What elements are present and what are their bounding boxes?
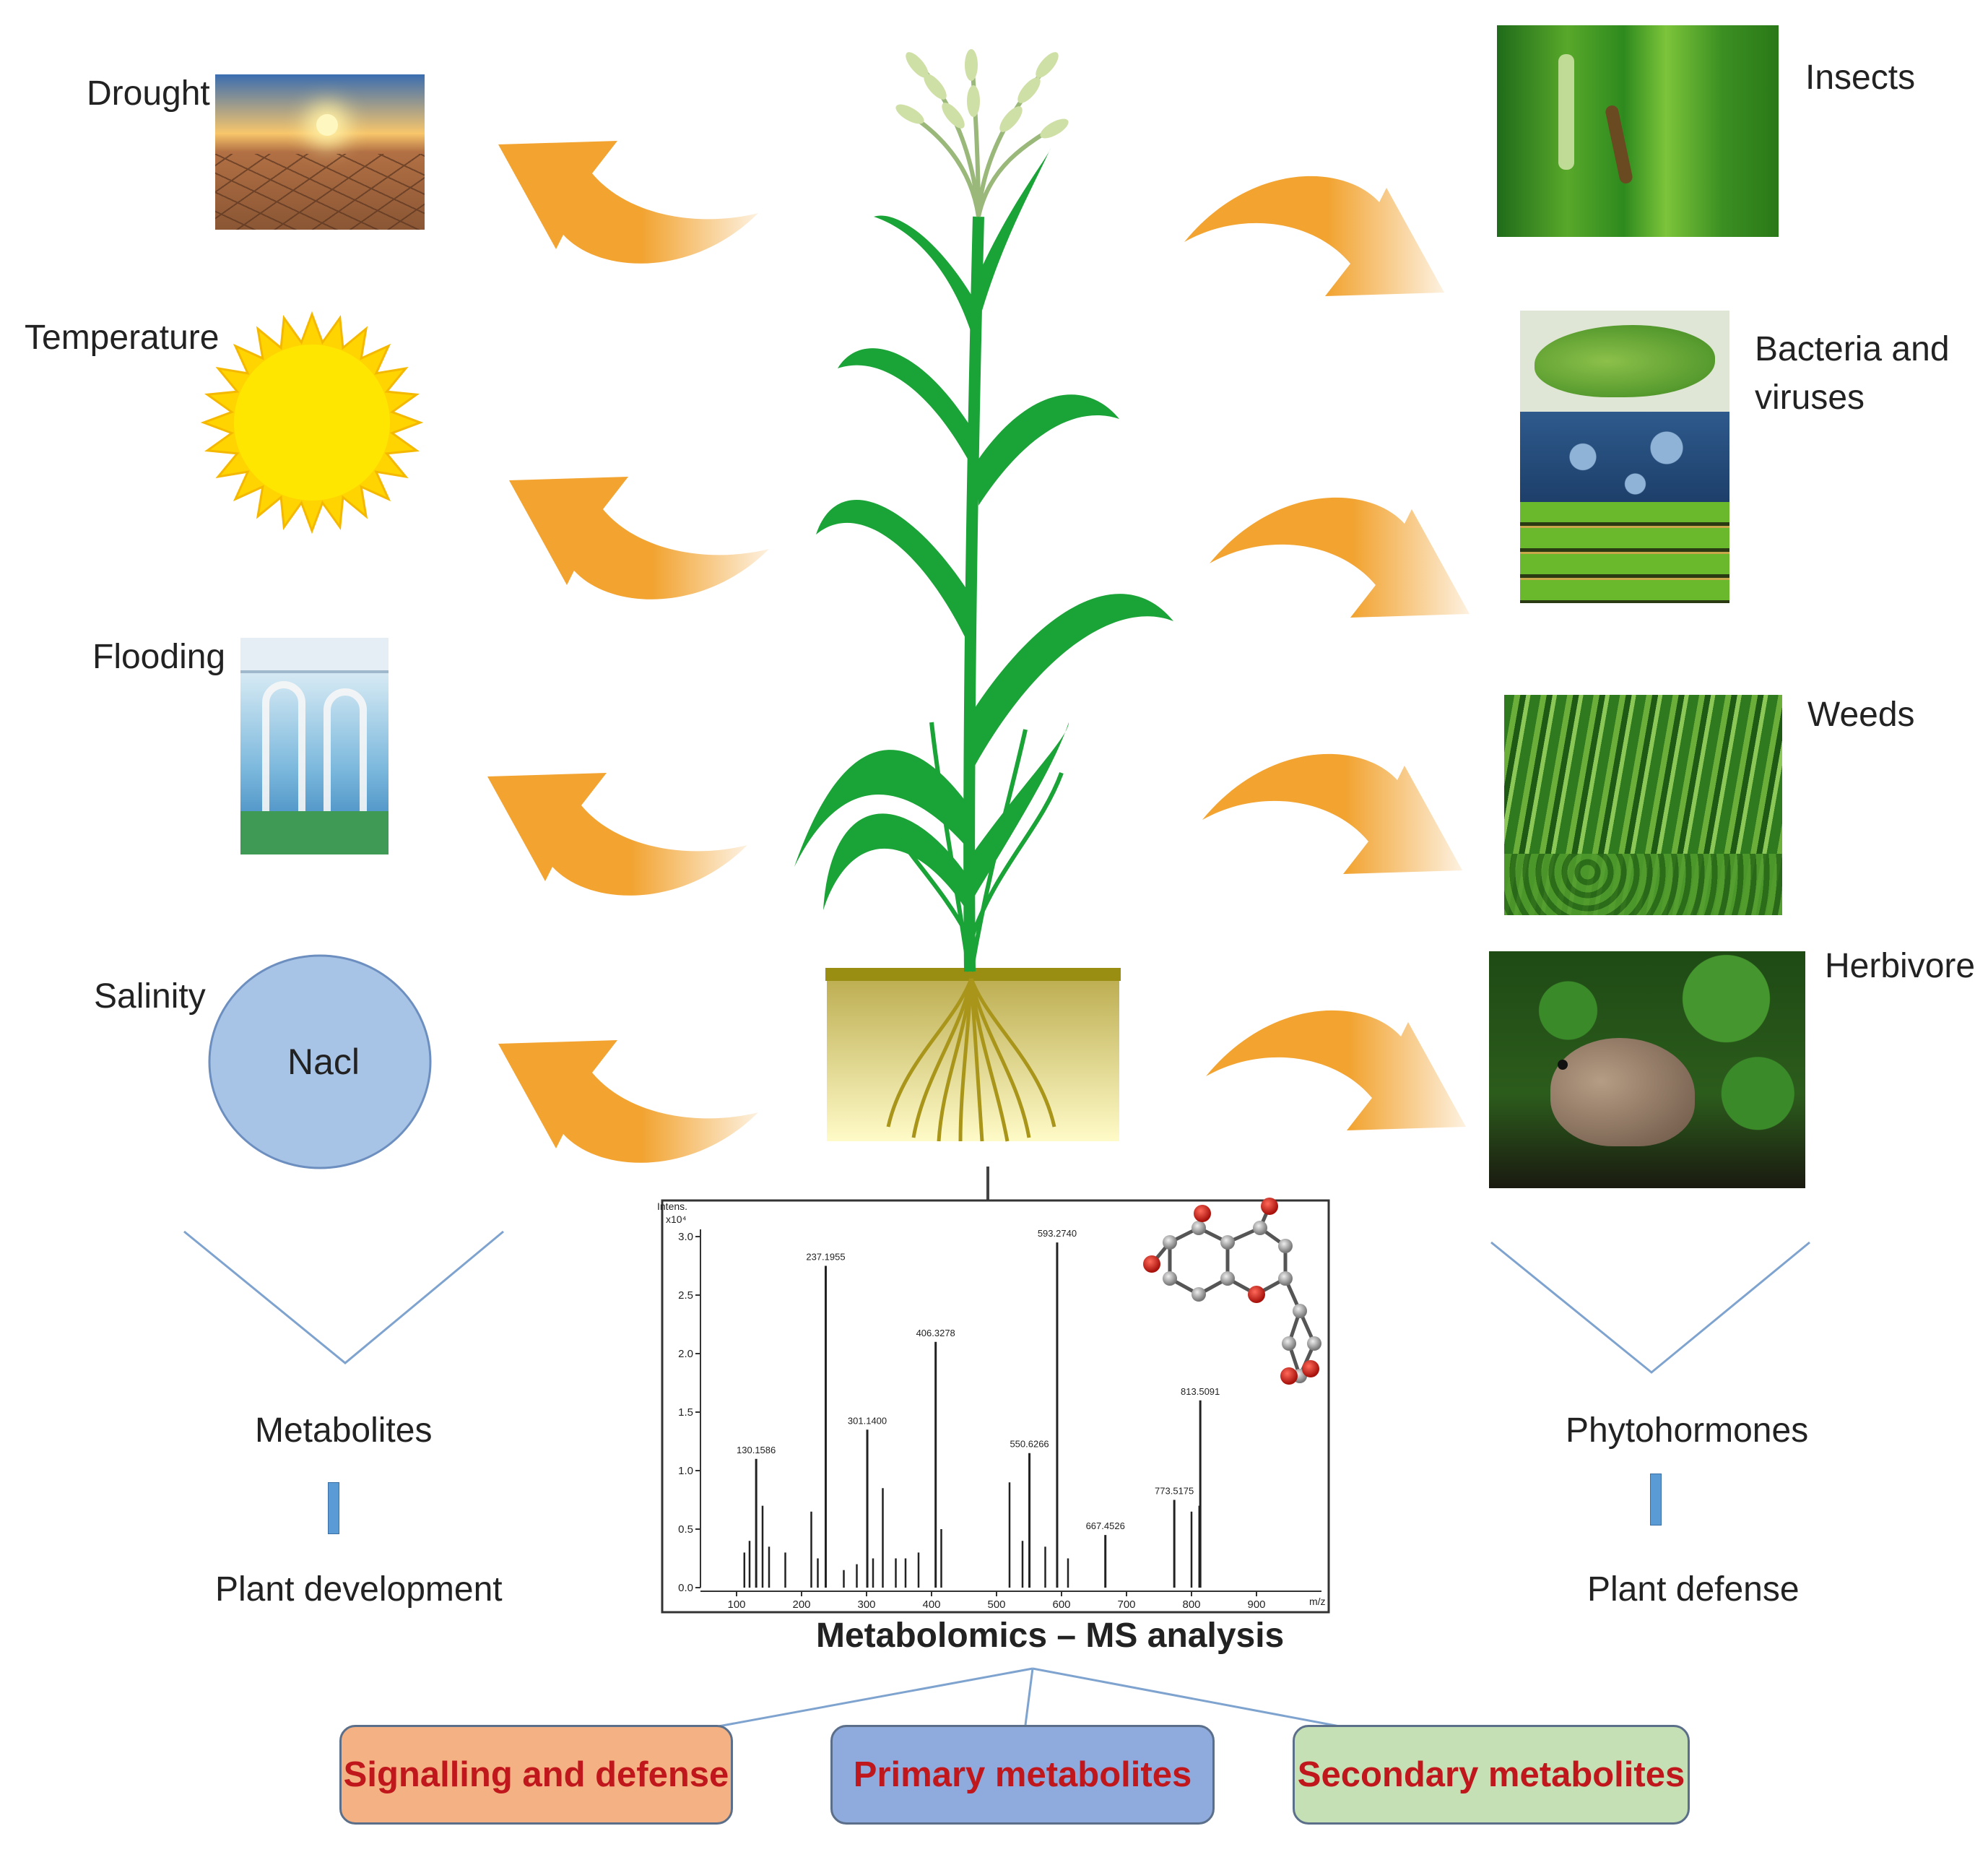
left-branch-lines	[183, 1230, 504, 1364]
drought-label: Drought	[87, 74, 210, 113]
ms-y-tick-label: 1.5	[678, 1406, 693, 1419]
ms-connector-lines	[718, 1667, 1340, 1728]
arrow-herbivore	[1206, 1010, 1466, 1130]
ms-y-tick-label: 1.0	[678, 1465, 693, 1477]
ms-x-unit: m/z	[1309, 1596, 1326, 1607]
arrow-insects	[1184, 176, 1444, 296]
bacteria-virus-image	[1520, 311, 1729, 603]
ms-peak-label: 667.4526	[1086, 1520, 1125, 1531]
ms-x-tick-label: 200	[792, 1598, 810, 1611]
ms-axes: 0.0 0.5 1.0 1.5 2.0 2.5 3.0 100 200 300 400 500 600 7…	[678, 1229, 1321, 1611]
arrow-weeds	[1202, 753, 1462, 874]
ms-y-exp: x10⁴	[666, 1213, 687, 1225]
nacl-label: Nacl	[287, 1042, 360, 1082]
arrow-salinity	[498, 1040, 758, 1163]
plant-defense-label: Plant defense	[1587, 1570, 1800, 1609]
ms-y-tick-label: 2.5	[678, 1289, 693, 1302]
arrow-bacteria	[1210, 497, 1470, 618]
ms-peak-label: 773.5175	[1155, 1486, 1194, 1497]
bacteria-label: Bacteria and viruses	[1755, 330, 1950, 417]
ms-peaks	[743, 1242, 1202, 1588]
ms-peak-label: 813.5091	[1181, 1386, 1220, 1397]
ms-x-tick-label: 700	[1117, 1598, 1135, 1611]
metabolites-label: Metabolites	[255, 1411, 433, 1450]
phytohormones-label: Phytohormones	[1566, 1411, 1809, 1450]
plant-development-label: Plant development	[215, 1570, 503, 1609]
ms-caption: Metabolomics – MS analysis	[816, 1617, 1285, 1655]
insects-image	[1497, 25, 1779, 237]
sun-icon	[200, 311, 424, 535]
ms-y-tick-label: 3.0	[678, 1231, 693, 1243]
right-branch-lines	[1490, 1241, 1810, 1374]
ms-frame	[661, 1199, 1330, 1614]
ms-peak-label: 130.1586	[737, 1445, 776, 1455]
drought-image	[215, 74, 425, 230]
category-secondary-metabolites: Secondary metabolites	[1293, 1725, 1690, 1825]
ms-x-tick-label: 400	[922, 1598, 940, 1611]
nacl-circle	[208, 954, 432, 1169]
herbivore-label: Herbivore	[1825, 947, 1976, 985]
ms-x-tick-label: 600	[1052, 1598, 1070, 1611]
weeds-label: Weeds	[1807, 696, 1915, 734]
salinity-label: Salinity	[94, 977, 206, 1016]
ms-x-tick-label: 100	[727, 1598, 745, 1611]
ms-y-tick-label: 0.0	[678, 1582, 693, 1594]
category-primary-metabolites: Primary metabolites	[830, 1725, 1215, 1825]
arrow-flooding	[487, 773, 747, 896]
soil-surface	[825, 968, 1121, 981]
maize-plant	[794, 49, 1173, 972]
weeds-image	[1504, 695, 1782, 915]
ms-peak-label: 237.1955	[806, 1252, 845, 1263]
herbivore-image	[1489, 951, 1805, 1188]
molecule-atoms	[1143, 1198, 1321, 1385]
temperature-label: Temperature	[25, 319, 220, 357]
ms-peak-label: 550.6266	[1010, 1439, 1049, 1450]
ms-peak-label: 406.3278	[916, 1328, 955, 1338]
ms-peak-labels: 130.1586 237.1955 301.1400 406.3278 550.6266…	[737, 1228, 1220, 1531]
category-signalling-defense: Signalling and defense	[339, 1725, 733, 1825]
ms-peak-label: 593.2740	[1038, 1228, 1077, 1239]
flooding-image	[240, 638, 389, 854]
arrow-drought	[498, 141, 758, 264]
right-branch-bar	[1650, 1474, 1662, 1526]
ms-y-tick-label: 0.5	[678, 1523, 693, 1536]
ms-y-unit: Intens.	[657, 1200, 687, 1212]
flooding-label: Flooding	[92, 638, 226, 676]
ms-x-tick-label: 800	[1182, 1598, 1200, 1611]
ms-x-tick-label: 500	[987, 1598, 1005, 1611]
ms-y-tick-label: 2.0	[678, 1348, 693, 1360]
left-branch-bar	[328, 1482, 339, 1534]
ms-peak-label: 301.1400	[848, 1415, 887, 1426]
ms-x-tick-label: 300	[857, 1598, 875, 1611]
ms-x-tick-label: 900	[1247, 1598, 1265, 1611]
roots	[886, 978, 1056, 1142]
insects-label: Insects	[1805, 59, 1916, 97]
arrow-temperature	[509, 477, 769, 600]
